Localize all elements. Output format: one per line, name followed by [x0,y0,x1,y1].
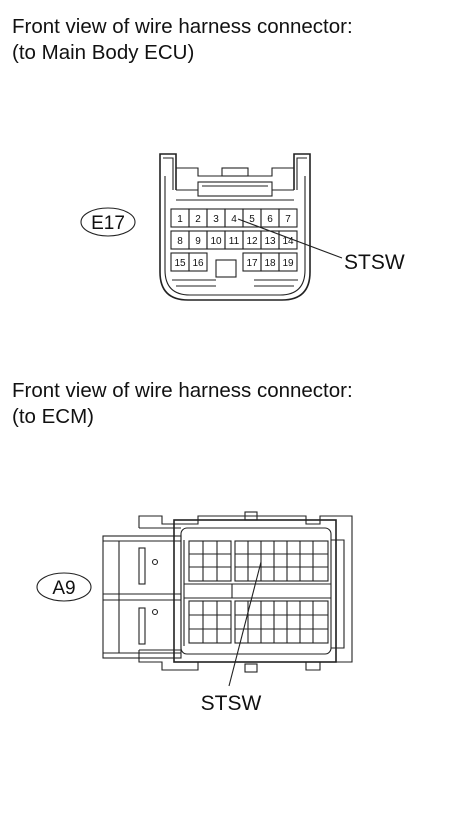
pin-label: 16 [192,258,204,269]
pin-label: 19 [282,258,294,269]
terminal-label-stsw: STSW [201,692,262,715]
connector-a9-drawing: A9 STSW [36,511,353,715]
pin-label: 11 [229,236,240,247]
pin-label: 5 [249,214,255,225]
a9-cavity-block-lower-left [188,600,232,644]
pin-label: 6 [267,214,273,225]
pin-label: 1 [177,214,183,225]
stsw-leader-line [237,218,343,259]
e17-pin-grid: 1 2 3 4 5 6 7 8 9 10 11 12 13 14 15 16 1… [170,208,298,278]
terminal-label-stsw: STSW [344,251,405,274]
connector-e17-caption: Front view of wire harness connector: (t… [12,14,353,66]
pin-label: 14 [282,236,294,247]
connector-code-oval [36,572,92,602]
pin-label: 15 [174,258,186,269]
pin-label: 4 [231,214,237,225]
pin-label: 10 [210,236,222,247]
pin-label: 17 [246,258,258,269]
a9-cavity-block-upper-right [234,540,329,582]
pin-label: 9 [195,236,201,247]
connector-e17-drawing: 1 2 3 4 5 6 7 8 9 10 11 12 13 14 15 16 1… [80,153,405,301]
pin-label: 3 [213,214,219,225]
caption-line-1: Front view of wire harness connector: [12,379,353,402]
connector-a9-caption: Front view of wire harness connector: (t… [12,378,353,430]
connector-code-a9: A9 [52,578,75,599]
pin-label: 7 [285,214,291,225]
caption-line-1: Front view of wire harness connector: [12,15,353,38]
pin-label: 18 [264,258,276,269]
stsw-leader-line [228,561,262,687]
caption-line-2: (to ECM) [12,405,94,428]
pin-label: 13 [264,236,276,247]
pin-label: 8 [177,236,183,247]
caption-line-2: (to Main Body ECU) [12,41,195,64]
connector-code-oval [80,207,136,237]
connector-code-e17: E17 [91,213,125,234]
a9-cavity-block-lower-right [234,600,329,644]
pin-label: 12 [246,236,258,247]
pin-label: 2 [195,214,201,225]
a9-cavity-block-upper-left [188,540,232,582]
